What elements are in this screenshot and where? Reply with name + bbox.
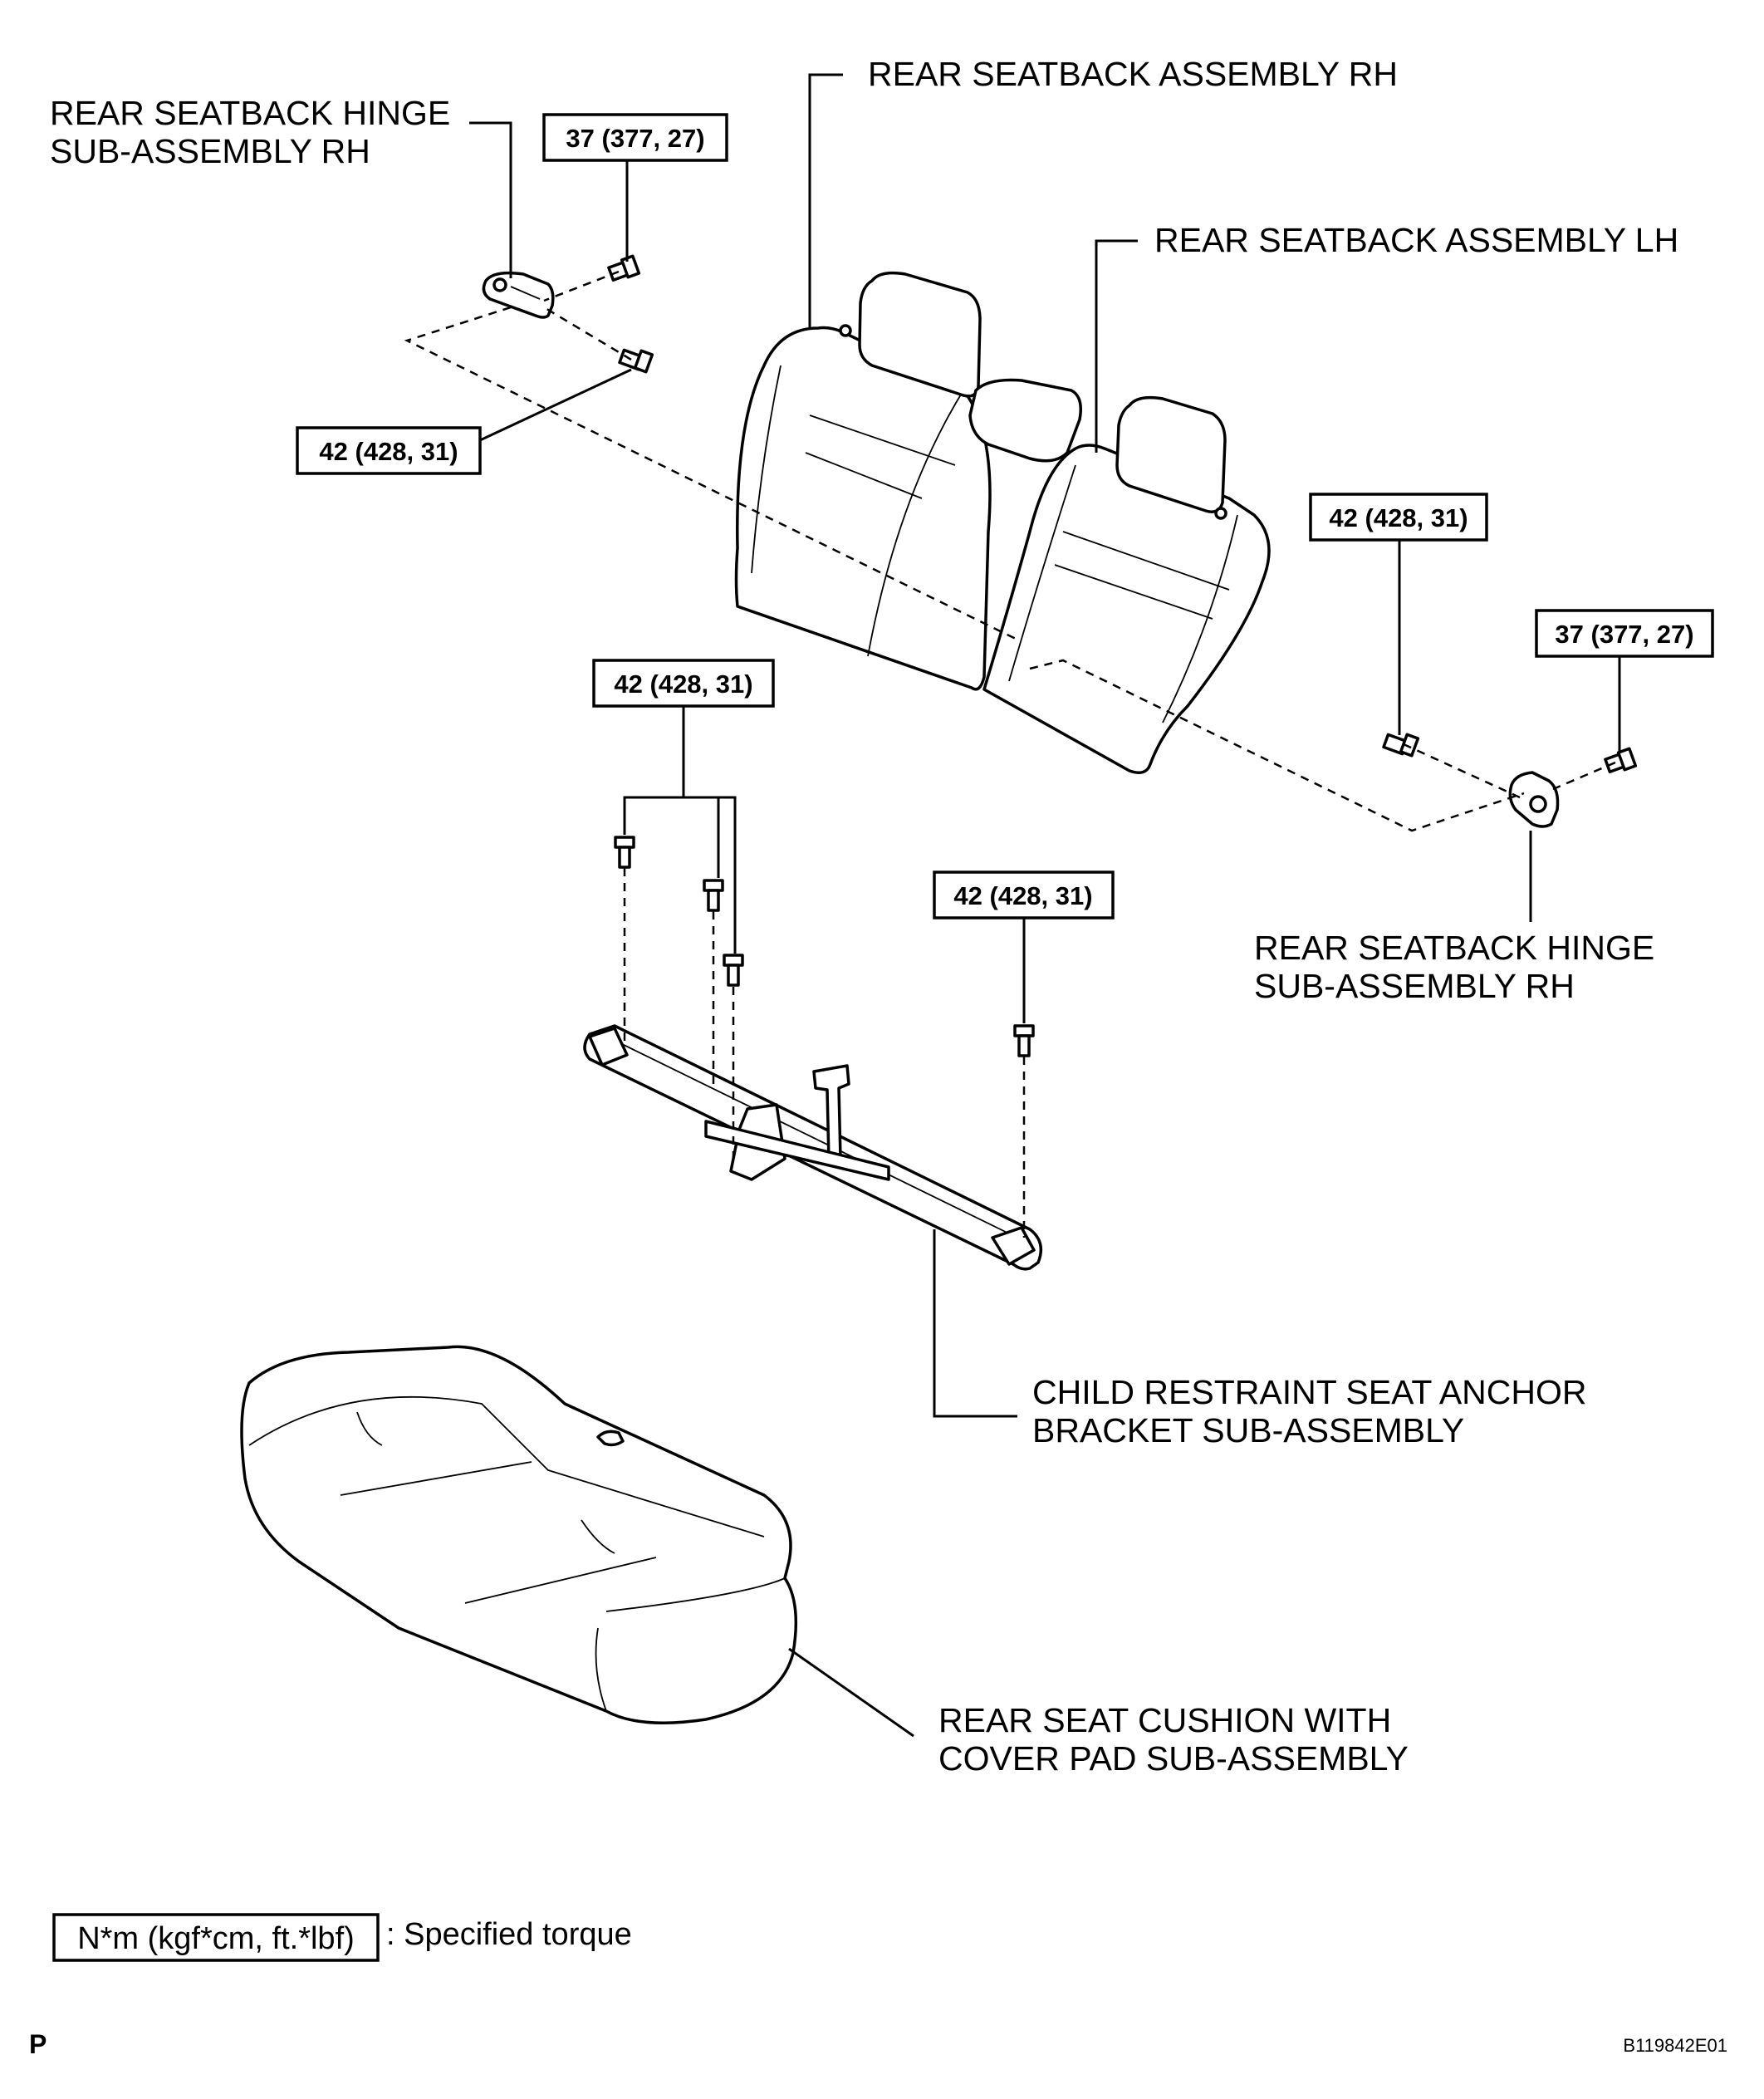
bolt-anchor-3 [723,954,744,987]
label-cushion-line1: REAR SEAT CUSHION WITH [938,1701,1391,1739]
rear-seat-cushion-part [240,1345,798,1724]
svg-text:42 (428, 31): 42 (428, 31) [319,437,458,466]
bolt-anchor-2 [703,879,724,912]
legend-box [52,1913,380,1962]
label-anchor-line2: BRACKET SUB-ASSEMBLY [1032,1411,1464,1449]
bolt-hinge-right-inner [1382,733,1420,758]
svg-text:37 (377, 27): 37 (377, 27) [1555,620,1693,649]
torque-box-anchor-right: 42 (428, 31) [933,870,1115,920]
label-hinge-right-line2: SUB-ASSEMBLY RH [1254,967,1575,1005]
bolt-anchor-1 [614,836,635,869]
legend: N*m (kgf*cm, ft.*lbf) : Specified torque [52,1913,632,1962]
rear-seatback-assembly [734,271,1271,774]
legend-description: : Specified torque [386,1917,632,1952]
label-hinge-left-line2: SUB-ASSEMBLY RH [50,132,370,170]
label-seatback-rh: REAR SEATBACK ASSEMBLY RH [868,55,1398,93]
hinge-left-part [482,271,555,319]
torque-box-hinge-right-inner: 42 (428, 31) [1309,493,1488,542]
torque-box-hinge-right-outer: 37 (377, 27) [1535,609,1714,658]
page-letter: P [29,2029,47,2059]
label-seatback-lh: REAR SEATBACK ASSEMBLY LH [1154,221,1678,259]
anchor-bracket-part [583,1024,1043,1271]
label-hinge-right-line1: REAR SEATBACK HINGE [1254,929,1654,967]
label-cushion-line2: COVER PAD SUB-ASSEMBLY [938,1739,1409,1778]
alignment-lines [404,270,1616,1238]
bolt-anchor-4 [1013,1024,1035,1057]
bolt-hinge-left-upper [607,254,641,282]
hinge-right-part [1508,771,1560,828]
label-hinge-left-line1: REAR SEATBACK HINGE [50,94,450,132]
svg-text:42 (428, 31): 42 (428, 31) [1329,503,1468,532]
legend-box-text: N*m (kgf*cm, ft.*lbf) [77,1921,355,1956]
torque-box-anchor-left: 42 (428, 31) [592,659,775,708]
seatback-lh-part [982,444,1271,774]
bolt-hinge-right-outer [1604,747,1638,774]
torque-box-hinge-left-lower: 42 (428, 31) [296,426,482,475]
svg-text:42 (428, 31): 42 (428, 31) [953,881,1092,910]
svg-text:37 (377, 27): 37 (377, 27) [566,124,704,153]
svg-text:42 (428, 31): 42 (428, 31) [614,669,752,699]
label-anchor-line1: CHILD RESTRAINT SEAT ANCHOR [1032,1373,1587,1411]
bolt-hinge-left-lower [618,348,654,374]
seatback-rh-part [734,326,992,691]
torque-box-hinge-left-upper: 37 (377, 27) [542,113,728,162]
leader-lines [469,73,1621,1738]
figure-code: B119842E01 [1623,2035,1727,2056]
